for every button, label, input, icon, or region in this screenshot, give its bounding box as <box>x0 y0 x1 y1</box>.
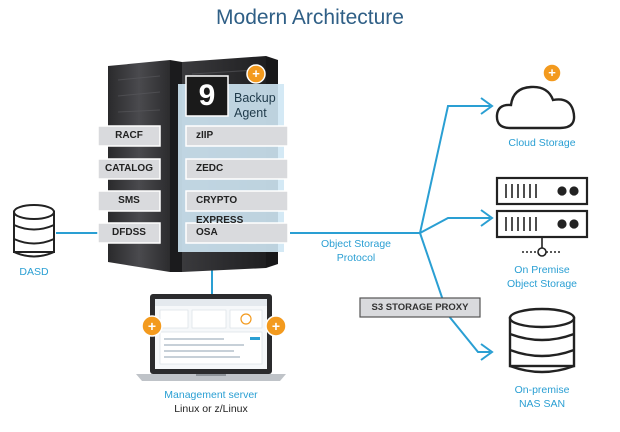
module-catalog: CATALOG <box>105 163 153 174</box>
nas-icon <box>508 307 576 374</box>
module-racf: RACF <box>115 130 143 141</box>
agent-number: 9 <box>198 79 216 112</box>
osa-to-targets-line <box>290 105 490 234</box>
nas-line <box>419 232 490 353</box>
dasd-icon <box>13 204 55 258</box>
left-modules <box>97 125 161 244</box>
laptop-right-plus-icon <box>265 315 287 337</box>
module-ziip: zIIP <box>196 130 214 141</box>
module-zedc: ZEDC <box>196 163 224 174</box>
cloud-plus-icon <box>542 63 562 83</box>
laptop-left-plus-icon <box>141 315 163 337</box>
agent-plus-icon <box>246 64 266 84</box>
page-title: Modern Architecture <box>216 6 404 29</box>
connection-lines <box>56 97 494 361</box>
nas-label-line1: On-premise <box>514 384 570 396</box>
cloud-icon <box>495 85 576 130</box>
cloud-arrowhead <box>480 97 494 115</box>
module-crypto-express: CRYPTO EXPRESS <box>196 195 244 226</box>
module-dfdss: DFDSS <box>112 227 146 238</box>
dasd-label: DASD <box>19 266 49 278</box>
s3-proxy-label: S3 STORAGE PROXY <box>371 302 469 313</box>
s3-proxy-box <box>359 297 481 318</box>
laptop-right-plus-symbol: + <box>271 318 281 334</box>
onprem-label-line2: Object Storage <box>506 278 578 290</box>
right-modules <box>185 125 289 244</box>
agent-plus-symbol: + <box>252 66 260 81</box>
agent-label-line2: Agent <box>234 106 267 120</box>
plus-badges <box>141 63 562 337</box>
onprem-line <box>419 217 490 234</box>
protocol-label-line1: Object Storage <box>320 238 392 250</box>
cloud-plus-symbol: + <box>548 65 556 80</box>
agent-logo-box <box>185 75 229 117</box>
module-osa: OSA <box>196 227 218 238</box>
protocol-label-line2: Protocol <box>336 252 376 264</box>
agent-label-line1: Backup <box>234 91 276 105</box>
cloud-storage-label: Cloud Storage <box>508 137 576 149</box>
laptop-icon <box>136 294 286 381</box>
management-label-line2: Linux or z/Linux <box>174 403 248 415</box>
module-sms: SMS <box>118 195 140 206</box>
onprem-arrowhead <box>480 209 494 227</box>
nas-label-line2: NAS SAN <box>518 398 566 410</box>
nas-arrowhead <box>480 343 494 361</box>
server-icon <box>495 176 589 257</box>
management-label-line1: Management server <box>164 389 258 401</box>
laptop-left-plus-symbol: + <box>147 318 157 334</box>
onprem-label-line1: On Premise <box>514 264 570 276</box>
